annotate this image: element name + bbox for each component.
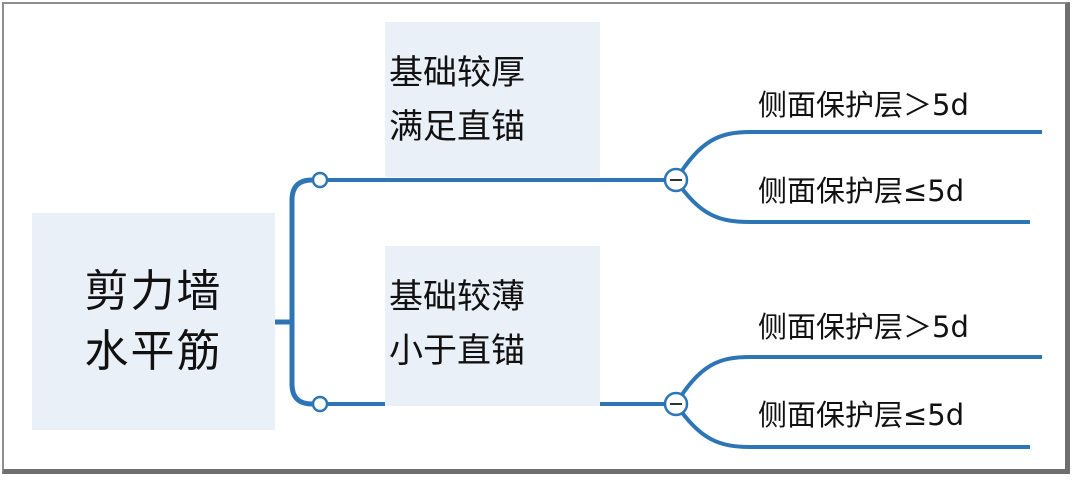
collapse-top-minus-circle-icon[interactable]	[662, 166, 690, 194]
branch-top-label-line2: 满足直锚	[389, 107, 525, 147]
branch-bottom-label-line1: 基础较薄	[389, 277, 525, 317]
leaf-top-lower[interactable]: 侧面保护层≤5d	[758, 174, 965, 208]
branch-node-top[interactable]: 基础较厚 满足直锚	[385, 22, 600, 177]
fork-bottom-lower	[674, 402, 1030, 449]
joint-bottom-circle-icon	[311, 395, 329, 413]
leaf-top-upper[interactable]: 侧面保护层＞5d	[758, 88, 969, 122]
root-label-line1: 剪力墙	[84, 265, 223, 317]
trunk-connector	[289, 177, 320, 407]
root-node[interactable]: 剪力墙 水平筋	[32, 213, 275, 430]
fork-top-lower	[674, 178, 1030, 224]
fork-bottom-upper	[674, 355, 1042, 406]
branch-bottom-label-line2: 小于直锚	[389, 331, 525, 371]
root-label-line2: 水平筋	[84, 325, 223, 377]
leaf-bottom-lower[interactable]: 侧面保护层≤5d	[758, 398, 965, 432]
branch-top-label-line1: 基础较厚	[389, 53, 525, 93]
leaf-bottom-upper[interactable]: 侧面保护层＞5d	[758, 310, 969, 344]
collapse-bottom-minus-circle-icon[interactable]	[662, 390, 690, 418]
joint-top-circle-icon	[311, 171, 329, 189]
branch-node-bottom[interactable]: 基础较薄 小于直锚	[385, 246, 600, 406]
fork-top-upper	[674, 130, 1042, 182]
